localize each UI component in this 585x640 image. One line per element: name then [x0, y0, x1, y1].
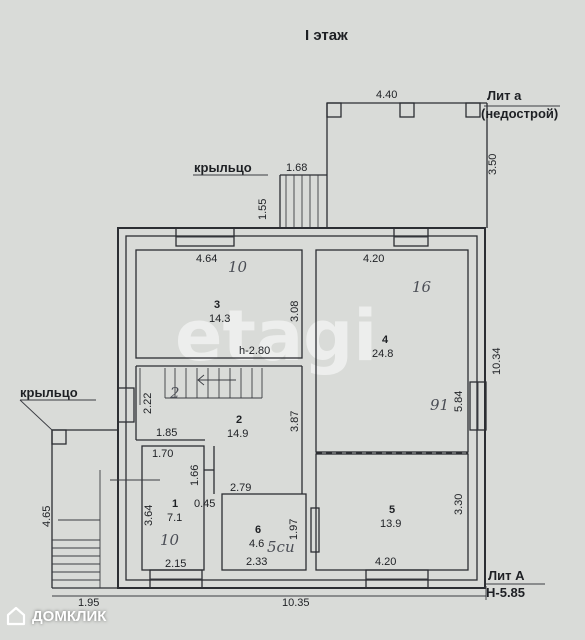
room-5-number: 5	[389, 504, 395, 516]
h-mark: h-2.80	[239, 345, 270, 357]
dim-closet-depth: 1.66	[189, 465, 201, 486]
room-3-area: 14.3	[209, 313, 230, 325]
dim-porch-left-width: 1.95	[78, 597, 99, 609]
leader-lines	[19, 105, 560, 600]
interior-walls	[135, 249, 469, 571]
top-porch	[279, 174, 327, 228]
dim-total-width: 10.35	[282, 597, 310, 609]
room-2-number: 2	[236, 414, 242, 426]
watermark-text: etagi	[175, 295, 377, 377]
dim-right-side: 10.34	[491, 347, 503, 375]
dim-room2-width: 1.85	[156, 427, 177, 439]
dim-porch-top-width: 1.68	[286, 162, 307, 174]
dim-room6-depth: 1.97	[288, 519, 300, 540]
left-porch	[51, 429, 160, 589]
room-1-area: 7.1	[167, 512, 182, 524]
dim-closet-width: 1.70	[152, 448, 173, 460]
room-5-area: 13.9	[380, 518, 401, 530]
room-1-number: 1	[172, 498, 178, 510]
dim-room1-depth: 3.64	[143, 505, 155, 526]
dim-porch-left-depth: 4.65	[41, 506, 53, 527]
room-4-area: 24.8	[372, 348, 393, 360]
room-2-area: 14.9	[227, 428, 248, 440]
room-6-area: 4.6	[249, 538, 264, 550]
dim-room2-a: 2.22	[142, 393, 154, 414]
lit-a-big-label: Лит А	[488, 568, 525, 583]
room-4-number: 4	[382, 334, 389, 346]
porch-left-label: крыльцо	[20, 385, 78, 400]
handwriting-room6: 5си	[267, 538, 295, 556]
stairs	[139, 368, 263, 405]
handwriting-room4: 16	[412, 278, 432, 296]
dim-porch-top-depth: 1.55	[257, 199, 269, 220]
dim-annex-depth: 3.50	[487, 154, 499, 175]
dim-hall-width: 2.79	[230, 482, 251, 494]
badge-text: ДОМКЛИК	[32, 607, 107, 625]
room-6-number: 6	[255, 524, 261, 536]
dim-room1-width: 2.15	[165, 558, 186, 570]
unfinished-label: (недострой)	[481, 106, 558, 121]
house-logo-icon	[6, 606, 26, 626]
domclick-badge: ДОМКЛИК	[6, 602, 106, 630]
floor-title: I этаж	[305, 27, 348, 44]
dim-room3-depth: 3.08	[289, 301, 301, 322]
dim-room4-width: 4.20	[363, 253, 384, 265]
dim-annex-width: 4.40	[376, 89, 397, 101]
handwriting-room3: 10	[228, 258, 248, 276]
handwriting-room2: 2	[169, 384, 180, 402]
height-label: Н-5.85	[486, 585, 525, 600]
dim-room1-gap: 0.45	[194, 498, 215, 510]
annex-outline	[326, 102, 488, 228]
dim-room2-depth: 3.87	[289, 411, 301, 432]
room-3-number: 3	[214, 299, 220, 311]
dim-room4-depth: 5.84	[453, 391, 465, 412]
handwriting-room4-low: 91	[430, 396, 449, 414]
dim-room5-width: 4.20	[375, 556, 396, 568]
dim-room5-depth: 3.30	[453, 494, 465, 515]
dim-room6-width: 2.33	[246, 556, 267, 568]
handwriting-room1: 10	[160, 531, 180, 549]
porch-top-label: крыльцо	[194, 160, 252, 175]
dim-room3-width: 4.64	[196, 253, 217, 265]
lit-a-small-label: Лит а	[487, 88, 522, 103]
